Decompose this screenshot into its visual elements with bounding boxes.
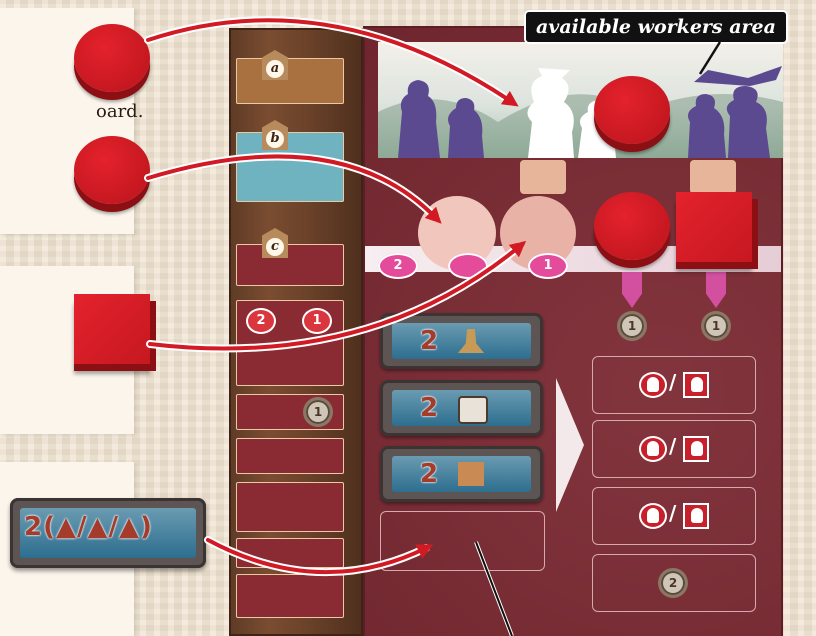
red-worker-token-board[interactable] [594,76,670,144]
result-box-1[interactable]: / [592,356,756,414]
result-gear-icon: 2 [661,571,685,595]
strip-badge-2 [448,253,488,279]
strip-badge-3: 1 [528,253,568,279]
timeline-slot-b[interactable]: b [236,132,344,202]
red-worker-token-slot[interactable] [594,192,670,260]
bonus-tile-ruin[interactable]: 2 [380,380,543,436]
timeline-slot-ruins[interactable] [236,438,344,474]
strip-badge-1: 2 [378,253,418,279]
result-box-2[interactable]: / [592,420,756,478]
timeline-slot-workers[interactable] [236,482,344,532]
assistant-tile[interactable]: 2(▲/▲/▲) [10,498,206,568]
bonus-tile-statue[interactable]: 2 [380,313,543,369]
note-text-3: oard. [96,101,143,123]
red-square-token-slot[interactable] [676,192,752,262]
available-workers-area[interactable] [378,42,783,158]
crate-icon [458,462,484,486]
timeline-slot-statue[interactable]: 1 [236,394,344,430]
red-worker-token-2[interactable] [74,136,150,204]
red-square-token-left[interactable] [74,294,150,364]
ruin-icon [458,396,488,424]
red-worker-token-1[interactable] [74,24,150,92]
timeline-slot-a[interactable]: a [236,58,344,104]
worker-silhouettes [378,42,783,158]
result-box-4[interactable]: 2 [592,554,756,612]
timeline-badge-2: 2 [246,308,276,334]
timeline-slot-c[interactable]: c [236,244,344,286]
result-box-3[interactable]: / [592,487,756,545]
timeline-gear-icon: 1 [306,400,330,424]
timeline-slot-choice[interactable]: 2 1 [236,300,344,386]
cost-gear-icon-right: 1 [704,314,728,338]
available-workers-callout: available workers area [526,12,786,42]
bonus-tile-crate[interactable]: 2 [380,446,543,502]
timeline-slot-boat[interactable] [236,574,344,618]
timeline-slot-cancel[interactable] [236,538,344,568]
worker-cost-icon-2 [690,160,736,194]
empty-tile-slot[interactable] [380,511,545,571]
cost-gear-icon-left: 1 [620,314,644,338]
worker-cost-icon-1 [520,160,566,194]
timeline-badge-1: 1 [302,308,332,334]
